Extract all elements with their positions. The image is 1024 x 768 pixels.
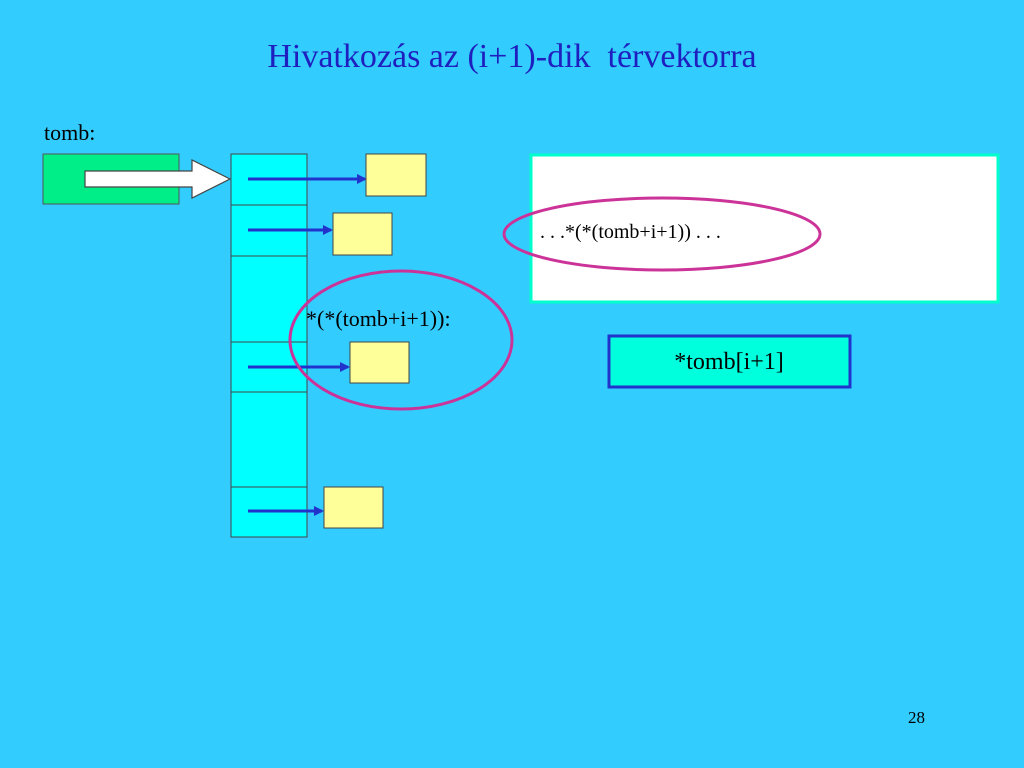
equivalent-expression-box bbox=[607, 334, 852, 389]
tomb-label: tomb: bbox=[44, 120, 96, 145]
data-box bbox=[365, 153, 427, 197]
code-highlight-ellipse bbox=[502, 196, 822, 272]
pointer-array bbox=[230, 153, 308, 538]
pointer-array-gap bbox=[230, 391, 308, 488]
data-box bbox=[332, 212, 393, 256]
code-panel bbox=[529, 153, 1000, 304]
data-box-highlighted bbox=[349, 341, 410, 384]
element-expression-label: *(*(tomb+i+1)): bbox=[306, 306, 451, 331]
equivalent-expression-label: *tomb[i+1] bbox=[674, 349, 784, 375]
element-highlight-ellipse bbox=[288, 269, 514, 411]
code-expression-label: . . .*(*(tomb+i+1)) . . . bbox=[540, 221, 721, 243]
pointer-array-gap bbox=[230, 255, 308, 343]
tomb-pointer-arrow bbox=[84, 159, 232, 199]
page-number: 28 bbox=[908, 708, 925, 727]
data-box bbox=[323, 486, 384, 529]
slide-title: Hivatkozás az (i+1)-dik térvektorra bbox=[267, 38, 757, 75]
